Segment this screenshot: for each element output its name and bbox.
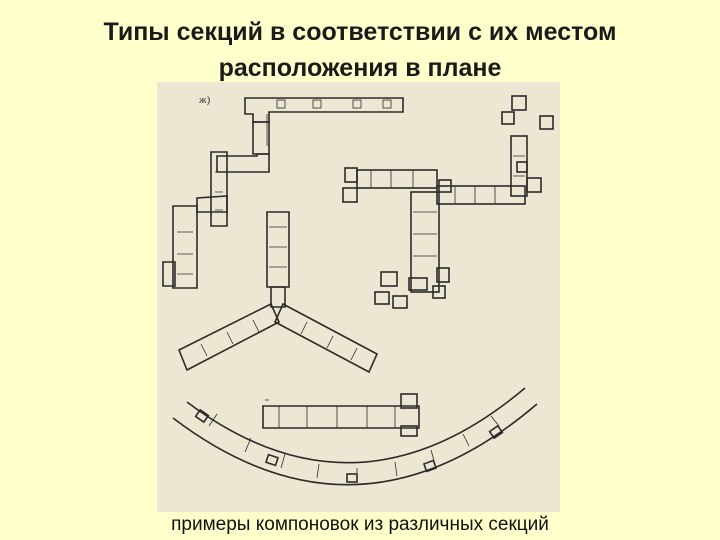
y-shaped-section — [177, 211, 379, 374]
point-block-cluster — [342, 95, 554, 309]
straight-bar-section — [262, 393, 420, 437]
figure-mark: ж) — [199, 94, 211, 106]
title-line-2: расположения в плане — [218, 54, 502, 82]
plan-sketch — [162, 95, 554, 486]
curved-sections — [172, 387, 538, 486]
figure-caption: примеры компоновок из различных секций — [171, 514, 549, 535]
title-line-1: Типы секций в соответствии с их местом — [103, 18, 617, 46]
plan-drawing: ж) — [157, 82, 560, 512]
slide-title: Типы секций в соответствии с их местом р… — [20, 14, 700, 86]
zigzag-sections — [162, 97, 404, 289]
